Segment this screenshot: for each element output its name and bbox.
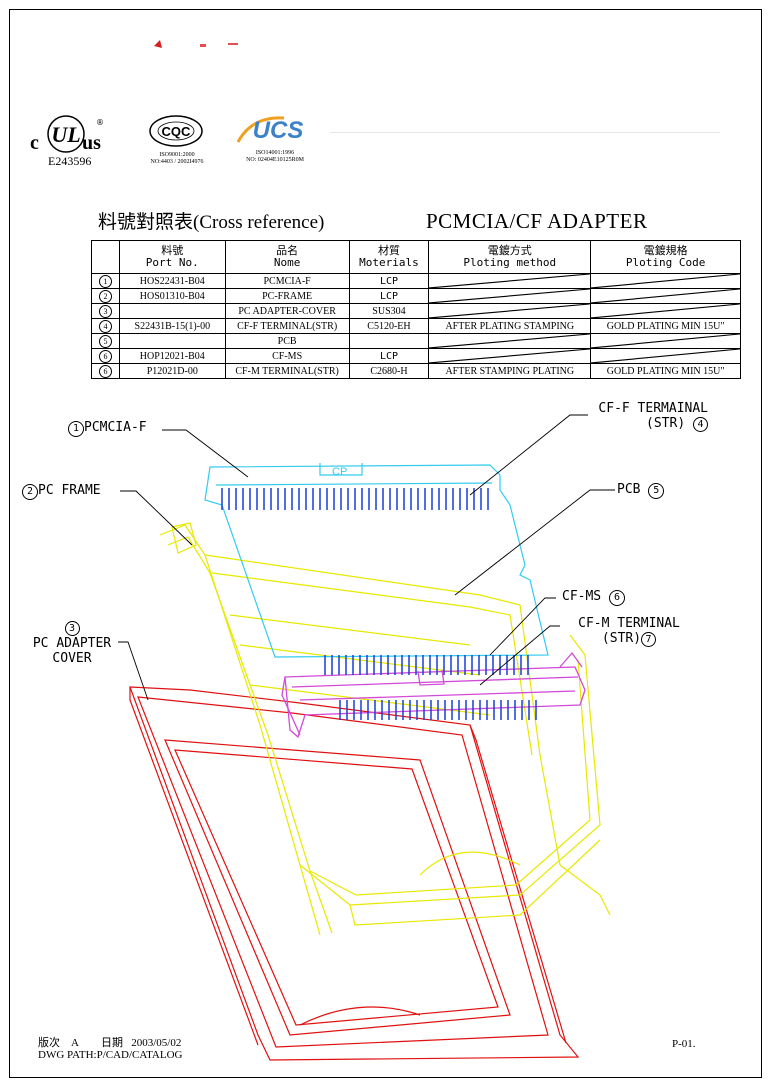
table-row: 6 HOP12021-B04 CF-MS LCP xyxy=(91,348,741,364)
svg-text:UL: UL xyxy=(51,122,80,147)
cross-reference-title: 料號對照表(Cross reference) xyxy=(98,212,325,233)
date-label: 日期 xyxy=(100,1037,123,1049)
cf-m-terminals xyxy=(324,655,537,720)
date-value: 2003/05/02 xyxy=(131,1037,182,1049)
footer-info: 版次 A 日期 2003/05/02 xyxy=(38,1034,181,1050)
header-index xyxy=(91,240,120,274)
ucs-mark-icon: UCS xyxy=(236,116,304,144)
table-row: 6 P12021D-00 CF-M TERMINAL(STR) C2680-H … xyxy=(91,363,741,379)
pc-frame-outline xyxy=(159,522,611,936)
cf-ms-outline xyxy=(281,651,586,739)
pc-adapter-cover-outline xyxy=(129,686,580,1061)
svg-text:UCS: UCS xyxy=(253,117,304,144)
table-row: 5 PCB xyxy=(91,333,741,349)
table-row: 2 HOS01310-B04 PC-FRAME LCP xyxy=(91,288,741,304)
svg-text:CQC: CQC xyxy=(162,124,192,139)
header-rule xyxy=(330,132,720,133)
ucs-logo: UCS ISO14001:1996 NO: 02404E10125R0M xyxy=(228,112,322,172)
table-row: 4 S22431B-15(1)-00 CF-F TERMINAL(STR) C5… xyxy=(91,318,741,334)
cqc-mark-icon: CQC xyxy=(149,115,203,147)
table-row: 1 HOS22431-B04 PCMCIA-F LCP xyxy=(91,273,741,289)
assembly-drawing: CP xyxy=(118,414,615,1061)
version-value: A xyxy=(71,1037,79,1049)
callout-cf-m-terminal: CF-M TERMINAL (STR)7 xyxy=(578,616,680,647)
dwg-path: DWG PATH:P/CAD/CATALOG xyxy=(38,1049,183,1061)
ul-mark-icon: UL xyxy=(47,115,85,153)
table-row: 3 PC ADAPTER-COVER SUS304 xyxy=(91,303,741,319)
callout-cf-f-terminal: CF-F TERMAINAL (STR) 4 xyxy=(598,401,708,432)
cqc-logo: CQC ISO9001:2000 NO:4403 / 2002I4976 xyxy=(136,114,218,172)
callout-pc-adapter-cover: 3 PC ADAPTER COVER xyxy=(32,621,112,666)
cf-f-terminals xyxy=(221,488,489,510)
cp-mark: CP xyxy=(332,466,347,478)
page-number: P-01. xyxy=(672,1038,696,1050)
leader-lines xyxy=(118,414,615,701)
callout-pcb: PCB 5 xyxy=(617,482,665,499)
product-title: PCMCIA/CF ADAPTER xyxy=(426,209,648,233)
scan-marks xyxy=(154,40,238,48)
callout-cf-ms: CF-MS 6 xyxy=(562,589,625,606)
version-label: 版次 xyxy=(38,1037,60,1049)
ul-code: E243596 xyxy=(48,154,92,168)
page-border xyxy=(9,9,762,1078)
ul-logo: c UL us ® E243596 xyxy=(30,112,110,172)
